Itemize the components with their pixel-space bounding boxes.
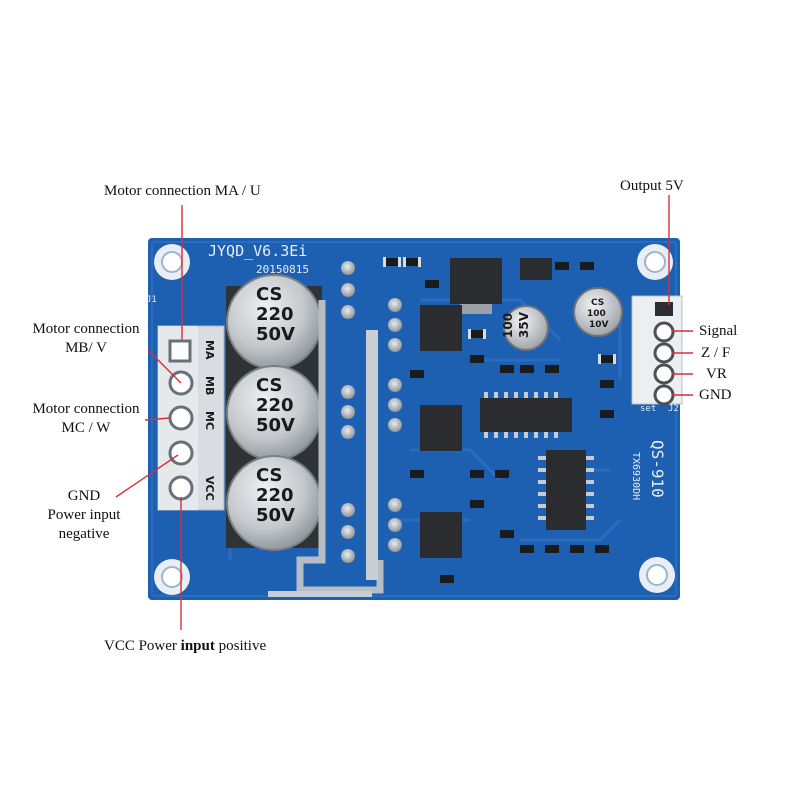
smd-components xyxy=(383,257,616,583)
label-motor-mc: Motor connection MC / W xyxy=(26,400,146,438)
label-motor-ma: Motor connection MA / U xyxy=(104,183,261,199)
svg-text:35V: 35V xyxy=(517,311,531,338)
svg-text:100: 100 xyxy=(501,313,515,338)
label-gnd-left-line2: Power input xyxy=(47,507,121,523)
svg-text:CS: CS xyxy=(256,375,283,396)
svg-text:CS: CS xyxy=(256,284,283,305)
board-name-silkscreen: QS-910 xyxy=(648,440,667,498)
label-output-5v: Output 5V xyxy=(620,178,684,194)
capacitor-2: CS 220 50V xyxy=(226,365,322,461)
label-vcc-post: positive xyxy=(214,638,267,654)
svg-text:50V: 50V xyxy=(256,505,295,526)
terminal-label-ma: MA xyxy=(203,340,216,360)
large-capacitors: CS 220 50V CS 220 50V CS 220 50V xyxy=(226,274,322,551)
label-motor-mb-line1: Motor connection xyxy=(32,321,140,337)
svg-text:100: 100 xyxy=(587,309,606,319)
label-gnd-left-line1: GND xyxy=(67,488,101,504)
label-vcc: VCC Power input positive xyxy=(104,637,266,656)
terminal-label-mc: MC xyxy=(203,411,216,430)
terminal-label-mb: MB xyxy=(203,376,216,395)
capacitor-3: CS 220 50V xyxy=(226,455,322,551)
label-vcc-pre: VCC Power xyxy=(104,638,181,654)
svg-text:50V: 50V xyxy=(256,324,295,345)
board-sub-silkscreen: TX6930DH xyxy=(630,452,641,500)
svg-text:10V: 10V xyxy=(589,320,609,330)
signal-header xyxy=(631,295,683,406)
j1-silkscreen: J1 xyxy=(146,295,157,305)
svg-text:CS: CS xyxy=(591,298,604,308)
label-motor-mb: Motor connection MB/ V xyxy=(26,320,146,358)
set-silkscreen: set xyxy=(640,404,656,414)
label-motor-mc-line1: Motor connection xyxy=(32,401,140,417)
solder-pads xyxy=(341,261,402,563)
small-capacitors: 100 35V CS 100 10V xyxy=(501,287,623,351)
label-vcc-bold: input xyxy=(180,638,215,654)
date-silkscreen: 20150815 xyxy=(256,263,309,276)
svg-text:CS: CS xyxy=(256,465,283,486)
label-vr: VR xyxy=(706,366,727,382)
integrated-circuits xyxy=(420,258,594,558)
j2-silkscreen: J2 xyxy=(668,404,679,414)
leader-lines xyxy=(115,195,693,630)
svg-text:220: 220 xyxy=(256,395,294,416)
solder-bus xyxy=(268,300,384,597)
label-gnd-right: GND xyxy=(699,387,732,403)
terminal-label-vcc: VCC xyxy=(203,476,216,501)
capacitor-1: CS 220 50V xyxy=(226,274,322,370)
label-zf: Z / F xyxy=(701,345,731,361)
svg-text:50V: 50V xyxy=(256,415,295,436)
label-gnd-left-line3: negative xyxy=(58,526,110,542)
svg-text:220: 220 xyxy=(256,485,294,506)
label-gnd-left: GND Power input negative xyxy=(30,487,138,544)
label-signal: Signal xyxy=(699,323,738,339)
model-silkscreen: JYQD_V6.3Ei xyxy=(208,242,307,260)
svg-text:220: 220 xyxy=(256,304,294,325)
label-motor-mb-line2: MB/ V xyxy=(65,340,107,356)
label-motor-mc-line2: MC / W xyxy=(61,420,111,436)
